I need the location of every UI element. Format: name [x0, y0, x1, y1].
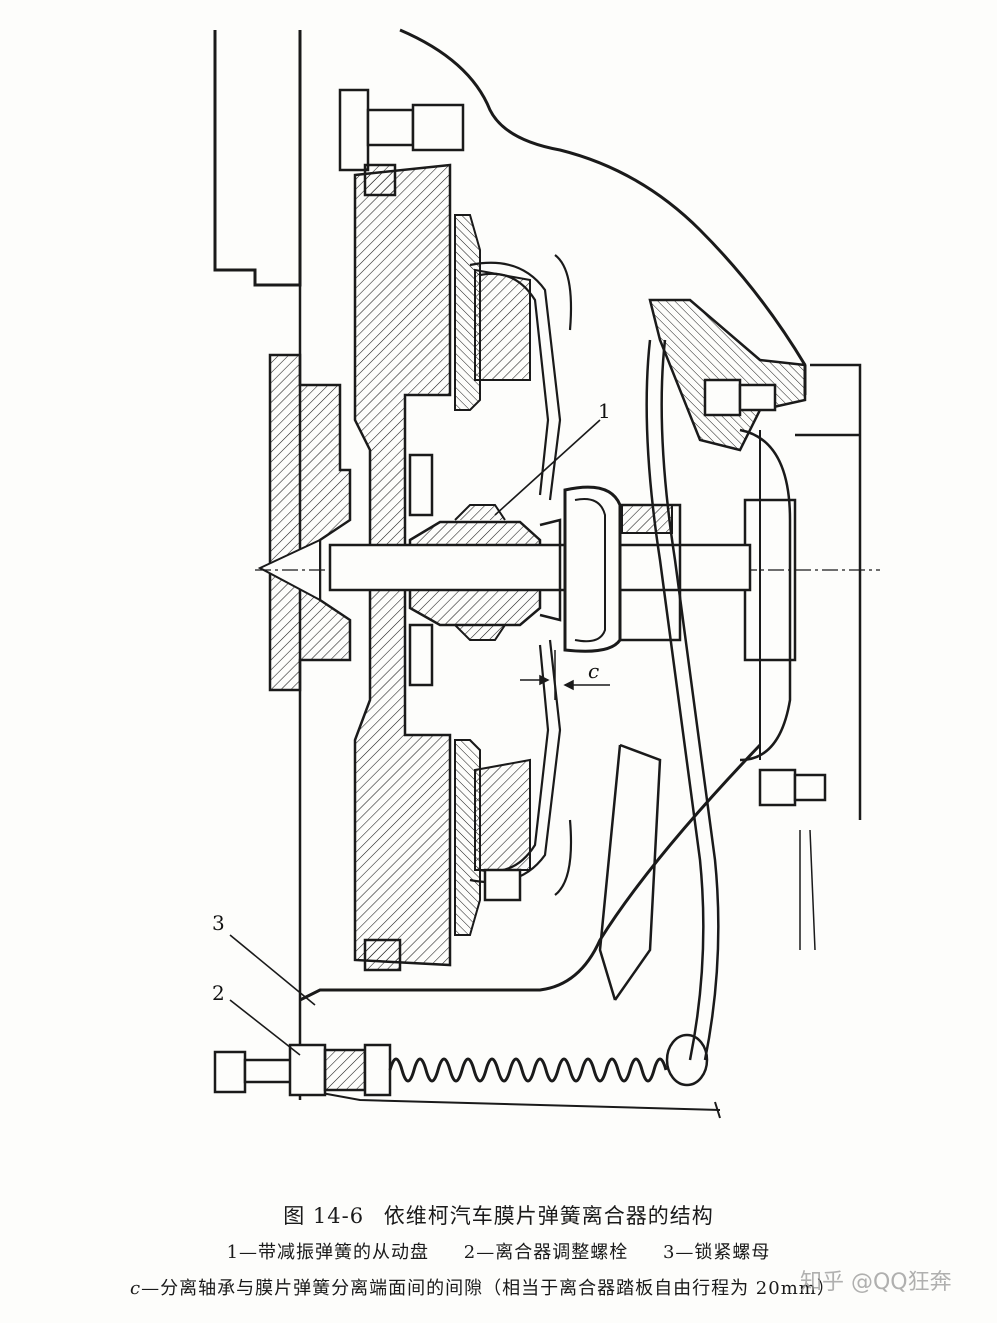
release-fork-lever [598, 339, 720, 1087]
flywheel [257, 353, 352, 692]
callout-label-3: 3 [212, 911, 225, 935]
gap-dimension [520, 650, 610, 700]
clutch-cross-section-drawing: 1 3 2 c [212, 28, 880, 1119]
transmission-input-housing [743, 363, 862, 951]
note-symbol: c [130, 1278, 142, 1299]
figure-number: 图 14-6 [283, 1204, 365, 1228]
figure-legend: 1—带减振弹簧的从动盘 2—离合器调整螺栓 3—锁紧螺母 [0, 1238, 997, 1264]
release-bearing [563, 485, 682, 653]
clutch-cover [454, 214, 531, 936]
figure-note: c—分离轴承与膜片弹簧分离端面间的间隙（相当于离合器踏板自由行程为 20mm） [130, 1274, 990, 1300]
callout-label-c: c [588, 659, 599, 683]
figure-caption-title: 图 14-6 依维柯汽车膜片弹簧离合器的结构 [0, 1200, 997, 1230]
watermark-text: 知乎 @QQ狂奔 [800, 1270, 952, 1295]
figure-title: 依维柯汽车膜片弹簧离合器的结构 [383, 1204, 714, 1228]
adjusting-bolt-assembly [213, 1043, 668, 1097]
callout-leaders [229, 419, 601, 1056]
callout-label-2: 2 [212, 981, 225, 1005]
legend-item-2: 2—离合器调整螺栓 [463, 1242, 629, 1263]
legend-item-3: 3—锁紧螺母 [662, 1242, 771, 1263]
release-fork-bracket [648, 298, 807, 762]
callout-label-1: 1 [598, 399, 611, 423]
legend-item-1: 1—带减振弹簧的从动盘 [226, 1242, 430, 1263]
mounting-bolts [338, 88, 827, 972]
note-text: —分离轴承与膜片弹簧分离端面间的间隙（相当于离合器踏板自由行程为 20mm） [141, 1278, 836, 1299]
